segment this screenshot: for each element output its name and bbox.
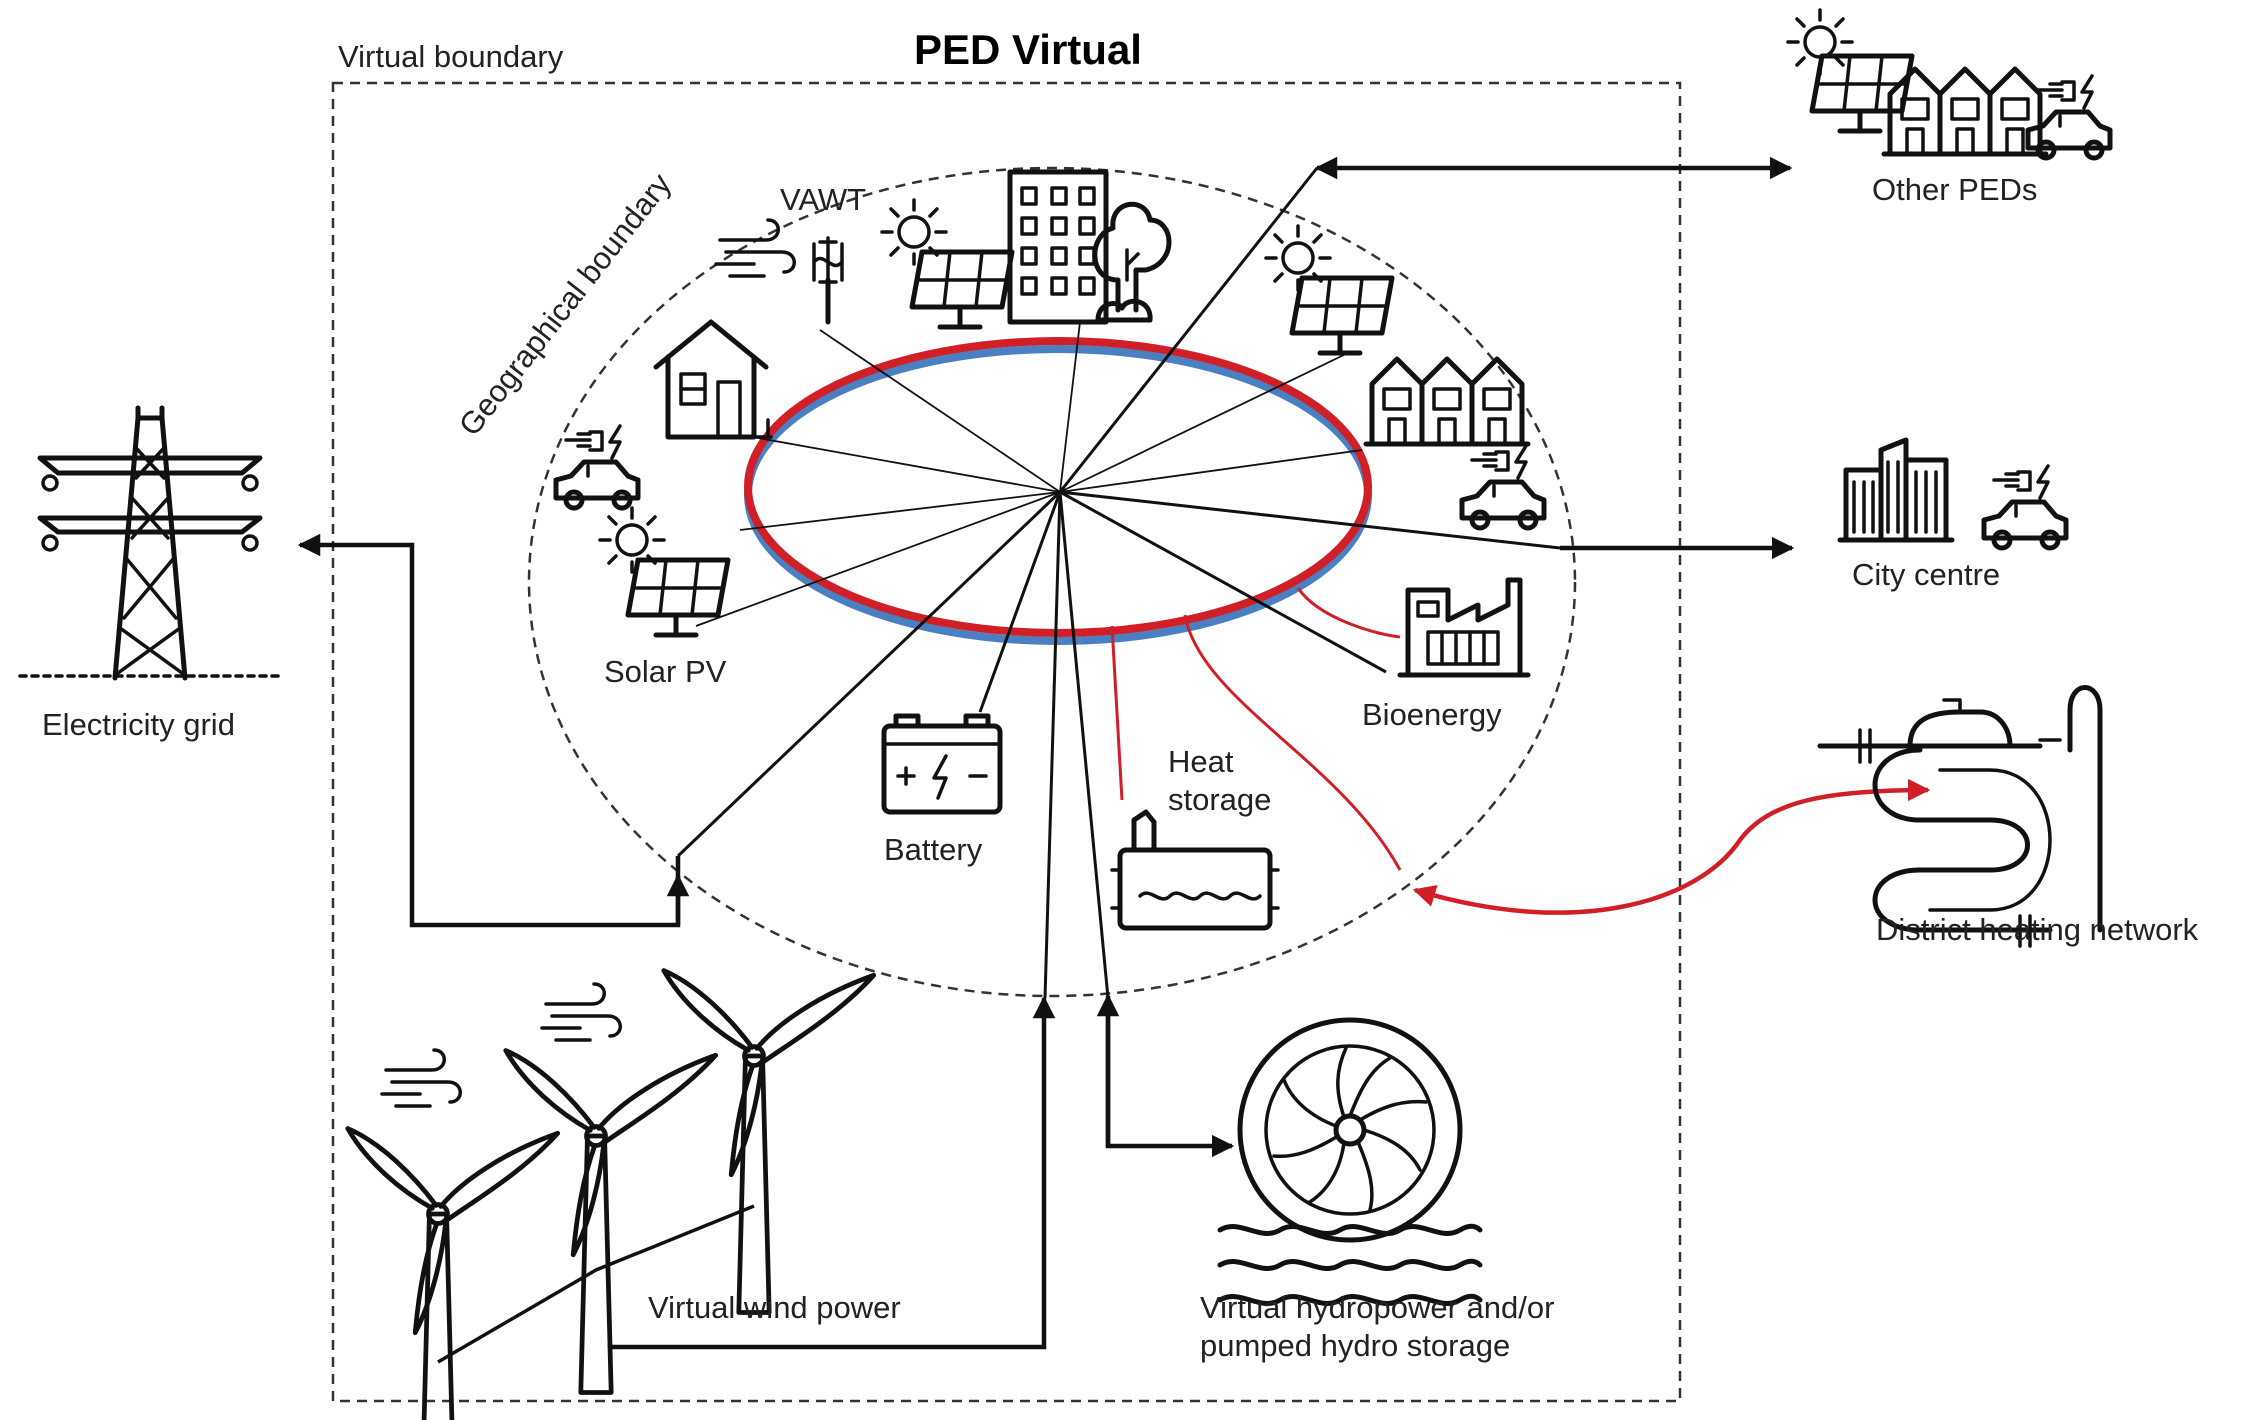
solar-panel-icon: [1812, 56, 1912, 131]
solar-pv-label: Solar PV: [604, 654, 727, 689]
solar-panel-icon: [912, 252, 1012, 327]
wind-turbine-icon: [348, 1129, 558, 1420]
electricity-grid-label: Electricity grid: [42, 707, 235, 742]
hub-spokes: [676, 167, 1561, 999]
wind-icon: [714, 218, 797, 278]
virtual-wind-power-label: Virtual wind power: [648, 1290, 901, 1325]
heat-tank-icon: [1110, 809, 1280, 931]
factory-icon: [1397, 577, 1531, 678]
heat-lines: [1110, 587, 1931, 915]
wind-turbine-icon: [664, 971, 874, 1313]
wind-icon: [540, 982, 623, 1042]
vawt-icon: [812, 236, 844, 325]
electric-car-icon: [1462, 446, 1544, 528]
battery-label: Battery: [884, 832, 983, 867]
page-title: PED Virtual: [914, 26, 1142, 73]
solar-panel-icon: [628, 560, 728, 635]
power-pylon-icon: [18, 405, 282, 681]
bioenergy-label: Bioenergy: [1362, 697, 1502, 732]
wind-turbine-icon: [506, 1051, 716, 1393]
virtual-boundary-label: Virtual boundary: [338, 39, 564, 74]
tree-icon: [1092, 201, 1172, 323]
heat-storage-label-line1: Heat: [1168, 744, 1234, 779]
office-building-icon: [1007, 169, 1109, 325]
solar-panel-icon: [1292, 278, 1392, 353]
other-peds-label: Other PEDs: [1872, 172, 2037, 207]
city-skyline-icon: [1837, 437, 1955, 543]
wind-farm-link: [437, 1204, 755, 1364]
virtual-hydropower-label-line1: Virtual hydropower and/or: [1200, 1290, 1554, 1325]
house-icon: [653, 319, 773, 440]
electric-car-icon: [556, 426, 638, 508]
water-wheel-icon: [1217, 1017, 1483, 1306]
heat-ring: [744, 337, 1372, 637]
vawt-label: VAWT: [780, 182, 866, 217]
geographical-boundary-label: Geographical boundary: [452, 166, 678, 442]
district-heating-pipe-icon: [1817, 685, 2103, 948]
electric-car-icon: [1984, 466, 2066, 548]
district-heating-network-label: District heating network: [1876, 912, 2199, 947]
battery-icon: [881, 713, 1003, 815]
wind-icon: [380, 1048, 463, 1108]
heat-storage-label-line2: storage: [1168, 782, 1271, 817]
city-centre-label: City centre: [1852, 557, 2000, 592]
virtual-hydropower-label-line2: pumped hydro storage: [1200, 1328, 1510, 1363]
virtual-boundary: [331, 81, 1682, 1403]
